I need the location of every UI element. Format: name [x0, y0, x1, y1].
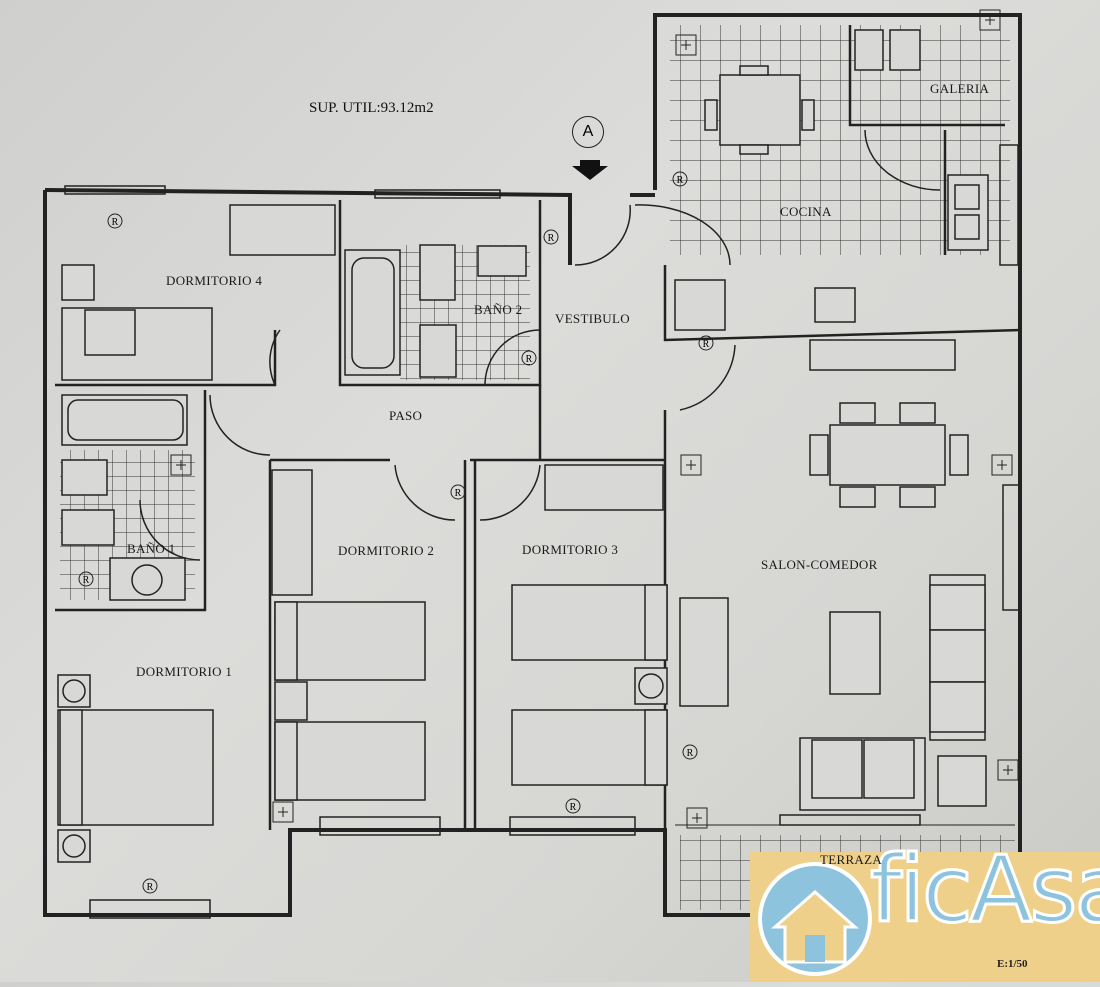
outlet-marker-icon: R — [565, 798, 581, 814]
svg-text:R: R — [570, 802, 577, 813]
plus-marker-icon — [675, 34, 697, 56]
outlet-marker-icon: R — [682, 744, 698, 760]
room-label-salon-comedor: SALON-COMEDOR — [761, 557, 878, 572]
room-label-paso: PASO — [389, 408, 423, 423]
door-swings — [139, 129, 941, 561]
outlet-marker-icon: R — [521, 350, 537, 366]
scale-label: E:1/50 — [997, 958, 1028, 970]
room-label-dormitorio-3: DORMITORIO 3 — [522, 542, 619, 557]
outlet-marker-icon: R — [107, 213, 123, 229]
svg-text:R: R — [677, 175, 684, 186]
outlet-marker-icon: R — [450, 484, 466, 500]
house-logo-icon — [758, 862, 872, 976]
room-label-bano-1: BAÑO 1 — [127, 541, 176, 556]
room-label-dormitorio-2: DORMITORIO 2 — [338, 543, 435, 558]
room-label-galeria: GALERIA — [930, 81, 990, 96]
svg-text:R: R — [455, 488, 462, 499]
plus-marker-icon — [991, 454, 1013, 476]
plus-marker-icon — [680, 454, 702, 476]
plus-marker-icon — [979, 9, 1001, 31]
svg-text:R: R — [548, 233, 555, 244]
windows — [64, 144, 1022, 919]
entrance-arrow-icon — [572, 160, 608, 180]
svg-text:R: R — [703, 339, 710, 350]
svg-text:R: R — [687, 748, 694, 759]
svg-text:R: R — [83, 575, 90, 586]
logo-text: ficAsa — [869, 835, 1100, 945]
interior-walls — [55, 25, 1021, 830]
svg-text:R: R — [526, 354, 533, 365]
room-label-cocina: COCINA — [780, 204, 832, 219]
outlet-marker-icon: R — [78, 571, 94, 587]
section-marker: A — [572, 116, 604, 148]
plus-marker-icon — [686, 807, 708, 829]
outlet-marker-icon: R — [672, 171, 688, 187]
plus-marker-icon — [170, 454, 192, 476]
room-label-bano-2: BAÑO 2 — [474, 302, 523, 317]
outlet-marker-icon: R — [698, 335, 714, 351]
usable-area-label: SUP. UTIL:93.12m2 — [309, 100, 434, 116]
furniture — [57, 29, 989, 863]
plus-marker-icon — [997, 759, 1019, 781]
svg-text:R: R — [147, 882, 154, 893]
svg-text:R: R — [112, 217, 119, 228]
oficasa-logo: ficAsa — [750, 835, 1100, 982]
outlet-marker-icon: R — [543, 229, 559, 245]
plus-marker-icon — [272, 801, 294, 823]
room-label-vestibulo: VESTIBULO — [555, 311, 630, 326]
outlet-marker-icon: R — [142, 878, 158, 894]
room-label-dormitorio-1: DORMITORIO 1 — [136, 664, 233, 679]
room-label-terraza: TERRAZA — [820, 852, 883, 867]
room-label-dormitorio-4: DORMITORIO 4 — [166, 273, 263, 288]
